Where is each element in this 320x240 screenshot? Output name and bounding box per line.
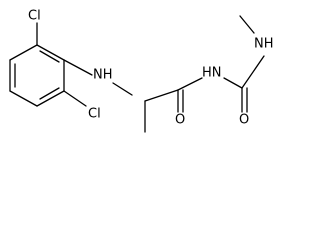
molecule-structure: Cl Cl NH HN O O NH [9, 9, 274, 133]
bond-nh-ch [112, 82, 133, 96]
bond-nh-methyl [239, 15, 255, 34]
benzene-ring [9, 44, 65, 107]
atom-hn-amide: HN [202, 66, 222, 81]
structure-canvas: Cl Cl NH HN O O NH [9, 9, 274, 133]
bond-carbonyl-nh [177, 77, 203, 91]
atom-cl-bottom: Cl [88, 107, 101, 122]
atom-o-carbonyl-left: O [175, 113, 185, 128]
ring-bond [36, 44, 65, 61]
ring-double-bond [39, 87, 60, 100]
ring-bond [9, 44, 38, 61]
ring-bond [9, 90, 38, 107]
bond-ring-cl-bottom [63, 90, 87, 107]
atom-o-carbonyl-right: O [239, 113, 249, 128]
bond-urea-c-nh [241, 55, 265, 89]
atom-cl-top: Cl [28, 9, 41, 24]
atom-nh-amine: NH [93, 68, 113, 83]
bond-nh-urea-c [223, 77, 243, 89]
ring-double-bond [39, 50, 60, 63]
bond-ch-carbonyl [144, 89, 179, 102]
ring-bond [36, 90, 65, 107]
atom-nh-methylamino: NH [254, 37, 274, 52]
bond-ring-nh [63, 59, 93, 76]
